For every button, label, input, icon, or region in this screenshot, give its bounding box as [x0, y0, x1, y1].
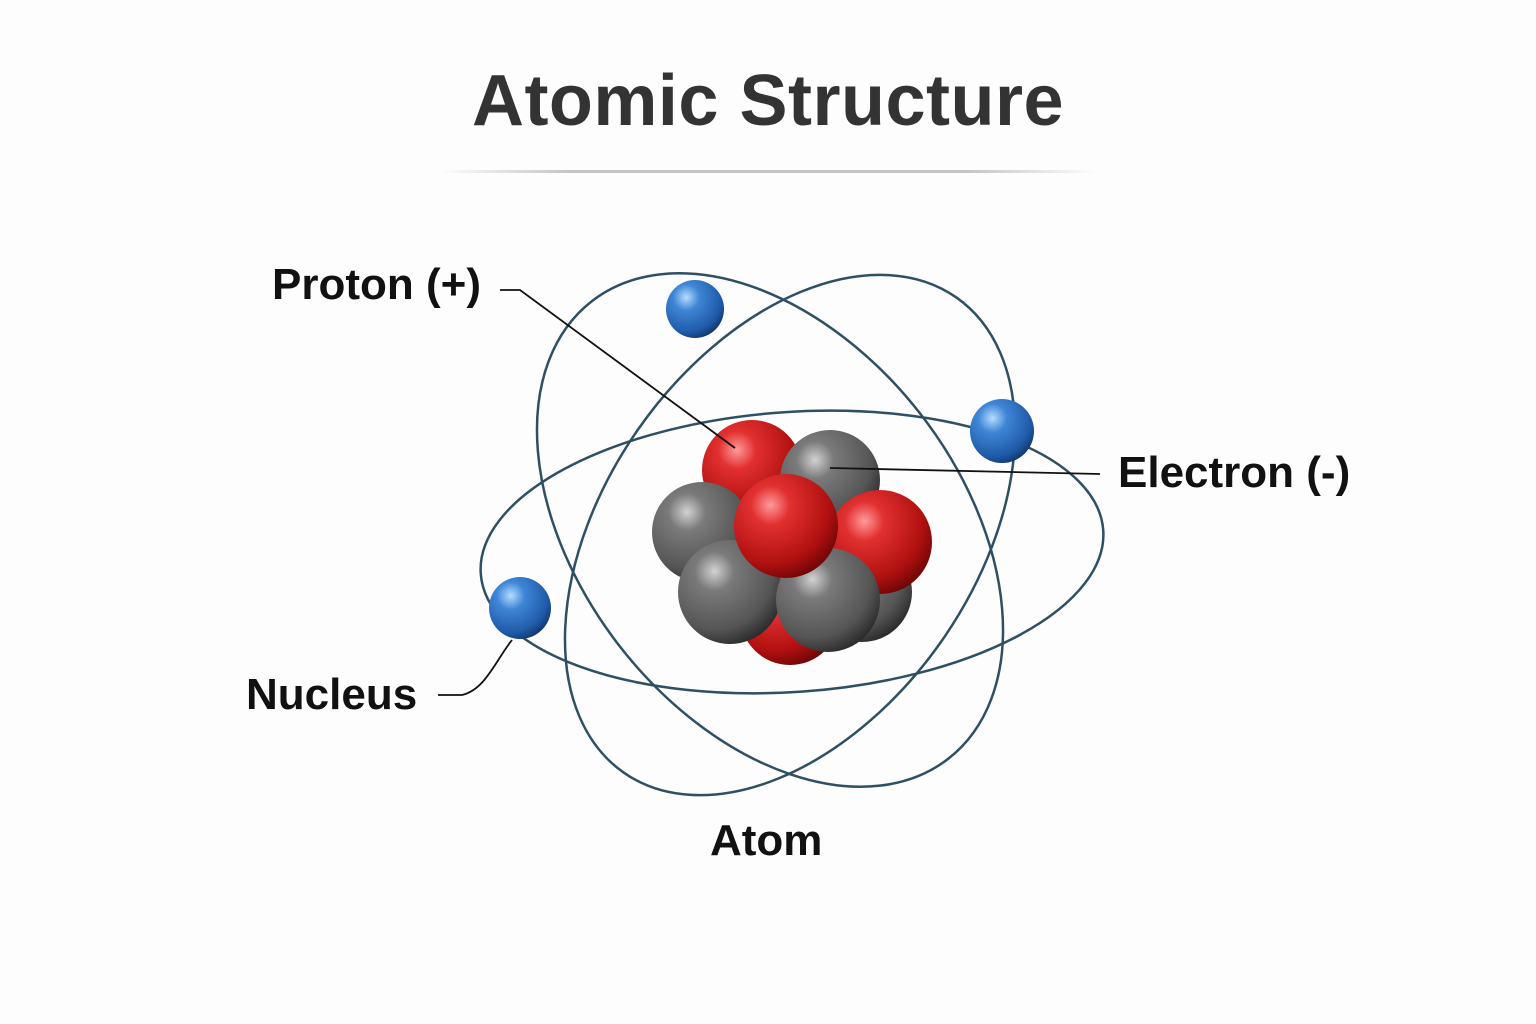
- orbits: [479, 272, 1105, 797]
- electron-particle: [666, 280, 724, 338]
- orbit-horizontal: [479, 409, 1105, 695]
- nucleus-cluster: [652, 420, 932, 665]
- electrons: [489, 280, 1034, 639]
- nucleus-leader-line: [438, 639, 513, 696]
- electron-leader-line: [829, 467, 1101, 475]
- atom-caption: Atom: [710, 816, 823, 865]
- electron-particle: [970, 399, 1034, 463]
- proton-leader-line: [500, 289, 736, 449]
- electron-particle: [489, 577, 551, 639]
- proton-label: Proton (+): [272, 260, 481, 309]
- orbit-tilted-left: [535, 272, 1005, 788]
- proton-particle: [734, 474, 838, 578]
- page-title: Atomic Structure: [471, 61, 1065, 141]
- orbit-tilted-right: [563, 273, 1017, 797]
- nucleus-label: Nucleus: [246, 670, 418, 719]
- title-divider: [440, 170, 1096, 173]
- leader-lines: [438, 289, 1101, 696]
- electron-label: Electron (-): [1118, 448, 1351, 497]
